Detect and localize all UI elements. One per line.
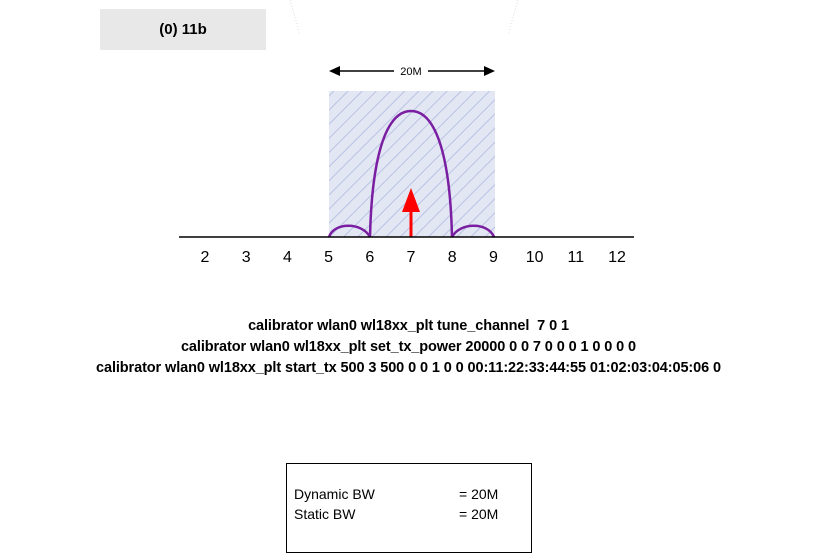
channel-label-6: 6 (365, 249, 374, 266)
channel-label-5: 5 (324, 249, 333, 266)
bw-row-dynamic: Dynamic BW = 20M (294, 484, 531, 504)
channel-label-4: 4 (283, 249, 292, 266)
bandwidth-info-box: Dynamic BW = 20M Static BW = 20M (286, 463, 532, 553)
right-side-lobe-curve (450, 224, 496, 238)
guide-line-left (289, 0, 301, 36)
mode-label: (0) 11b (159, 21, 207, 38)
channel-label-7: 7 (407, 249, 416, 266)
bw-row-value: = 20M (459, 486, 499, 502)
command-line-tune-channel: calibrator wlan0 wl18xx_plt tune_channel… (248, 318, 569, 334)
mode-badge: (0) 11b (100, 9, 266, 50)
channel-diagram: 20M 2 3 4 5 6 7 8 9 10 11 12 (179, 0, 634, 266)
bandwidth-label: 20M (400, 66, 421, 78)
command-line-set-tx-power: calibrator wlan0 wl18xx_plt set_tx_power… (180, 339, 637, 355)
channel-label-3: 3 (242, 249, 251, 266)
channel-label-9: 9 (489, 249, 498, 266)
command-line-start-tx: calibrator wlan0 wl18xx_plt start_tx 500… (96, 360, 721, 376)
guide-line-right (507, 0, 519, 36)
command-block: calibrator wlan0 wl18xx_plt tune_channel… (0, 316, 817, 379)
left-side-lobe-curve (327, 224, 372, 238)
bw-row-value: = 20M (459, 506, 499, 522)
center-frequency-arrow-icon (402, 188, 420, 237)
bandwidth-arrow (329, 66, 495, 76)
main-lobe-curve (368, 109, 454, 238)
channel-label-12: 12 (608, 249, 626, 266)
channel-labels: 2 3 4 5 6 7 8 9 10 11 12 (201, 249, 626, 266)
bw-row-static: Static BW = 20M (294, 504, 531, 524)
bw-row-label: Dynamic BW (294, 486, 375, 502)
channel-label-11: 11 (567, 249, 584, 266)
channel-label-8: 8 (448, 249, 457, 266)
bw-row-label: Static BW (294, 506, 356, 522)
channel-label-2: 2 (201, 249, 210, 266)
channel-label-10: 10 (526, 249, 544, 266)
